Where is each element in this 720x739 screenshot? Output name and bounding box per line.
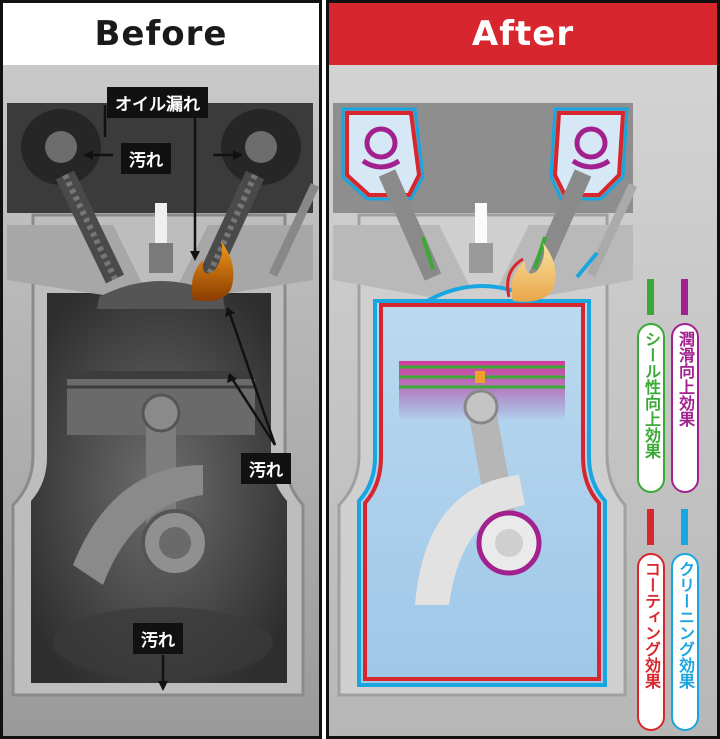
cleaning-label: クリーニング効果 bbox=[676, 561, 695, 689]
seal-label: シール性向上効果 bbox=[642, 331, 661, 459]
label-oil-leak: オイル漏れ bbox=[107, 87, 208, 118]
tag-coating: コーティング効果 bbox=[637, 553, 665, 731]
tag-seal: シール性向上効果 bbox=[637, 323, 665, 493]
lubrication-label: 潤滑向上効果 bbox=[676, 331, 695, 427]
before-panel: Before bbox=[0, 0, 322, 739]
before-engine-illustration bbox=[3, 65, 319, 736]
lubrication-marker bbox=[681, 279, 688, 315]
label-dirt-bottom: 汚れ bbox=[133, 623, 183, 654]
after-title: After bbox=[329, 3, 717, 65]
tag-lubrication: 潤滑向上効果 bbox=[671, 323, 699, 493]
label-dirt-right: 汚れ bbox=[241, 453, 291, 484]
seal-marker bbox=[647, 279, 654, 315]
tag-cleaning: クリーニング効果 bbox=[671, 553, 699, 731]
label-dirt-top: 汚れ bbox=[121, 143, 171, 174]
after-panel: After bbox=[326, 0, 720, 739]
coating-marker bbox=[647, 509, 654, 545]
cleaning-marker bbox=[681, 509, 688, 545]
before-title: Before bbox=[3, 3, 319, 65]
coating-label: コーティング効果 bbox=[642, 561, 661, 689]
